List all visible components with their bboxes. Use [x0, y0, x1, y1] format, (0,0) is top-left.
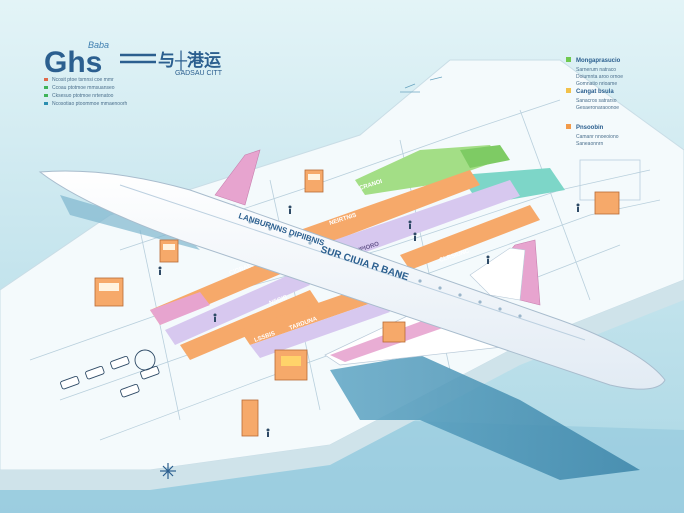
info-bullet	[566, 88, 571, 93]
info-title: Cangat bsula	[576, 89, 614, 95]
legend-line: Ncosit ptoe tsmnsi coe mmr	[52, 77, 114, 83]
logo-text: Ghs	[44, 46, 102, 79]
zone-orange-5	[240, 285, 380, 345]
windows	[248, 220, 522, 318]
wing-shadow	[60, 195, 200, 250]
info-line: Saneaonnrn	[576, 141, 603, 147]
legend-line: Cksesuo ptotmoe nrtenatoo	[52, 93, 114, 99]
zone-lavender-2	[165, 270, 310, 345]
legend-line: Ncosotiao ptoommoe mmaenoorh	[52, 101, 128, 107]
wing-right-white	[469, 247, 526, 301]
zone-orange-1	[300, 170, 480, 250]
info-line: Sarnerum natraco	[576, 67, 616, 73]
terminal-ground-edge	[0, 280, 684, 490]
vehicles	[60, 349, 160, 398]
person-icon	[266, 428, 270, 437]
person-icon	[158, 266, 162, 275]
title-cjk: 与┼港运	[158, 50, 221, 72]
info-title: Mongaprasucio	[576, 58, 621, 64]
zone-lavender-1	[320, 180, 520, 265]
info-bullet	[566, 57, 571, 62]
info-line: Sanacros satrarso	[576, 98, 617, 104]
kiosk-icon	[274, 349, 308, 381]
header: Ghs Baba 与┼港运 GADSAU CITT Ncosit ptoe ts…	[44, 40, 223, 107]
info-bullet	[566, 124, 571, 129]
kiosk-icon	[594, 191, 620, 215]
header-legend: Ncosit ptoe tsmnsi coe mmr Ccoau ptotmoe…	[44, 77, 128, 107]
people	[158, 203, 580, 437]
kiosk-icon	[159, 239, 179, 263]
zone-green-tip	[460, 145, 510, 168]
vehicle-icon	[120, 383, 140, 398]
roundabout-marker	[134, 349, 156, 371]
fuselage	[38, 170, 666, 390]
person-icon	[576, 203, 580, 212]
decor-lines	[400, 76, 443, 93]
vehicle-icon	[110, 355, 130, 370]
airplane-shadow	[330, 355, 640, 480]
zone-pink-1	[150, 292, 210, 325]
info-line: Gomnatio nrioame	[576, 81, 617, 87]
kiosk-icon	[304, 169, 324, 193]
compass-icon	[160, 463, 176, 479]
kiosk-icon	[382, 321, 406, 343]
vehicle-icon	[85, 365, 105, 380]
person-icon	[413, 232, 417, 241]
info-line: Camanr nnoeoiono	[576, 134, 619, 140]
person-icon	[408, 220, 412, 229]
person-icon	[486, 255, 490, 264]
subtitle: GADSAU CITT	[175, 70, 223, 77]
kiosks	[94, 169, 620, 437]
zones	[150, 145, 565, 360]
info-title: Pnsoobin	[576, 125, 604, 131]
kiosk-icon	[94, 277, 124, 307]
tail-fin-vertical	[214, 149, 261, 206]
person-icon	[213, 313, 217, 322]
zone-green	[355, 145, 500, 195]
zone-lavender-3	[250, 300, 390, 358]
legend-line: Ccoau ptotmoe mmsuanseo	[52, 85, 115, 91]
logo-script: Baba	[88, 40, 109, 50]
vehicle-icon	[140, 365, 160, 380]
info-line: Gesaeronaraoonoe	[576, 105, 619, 111]
kiosk-icon	[241, 399, 259, 437]
person-icon	[288, 205, 292, 214]
info-line: Doiumnta aroo ornoe	[576, 74, 623, 80]
fuselage-stripe	[119, 184, 586, 341]
info-panel: Mongaprasucio Sarnerum natraco Doiumnta …	[566, 57, 623, 147]
vehicle-icon	[60, 375, 80, 390]
zone-orange-4	[180, 290, 320, 360]
zone-orange-2	[400, 205, 540, 270]
